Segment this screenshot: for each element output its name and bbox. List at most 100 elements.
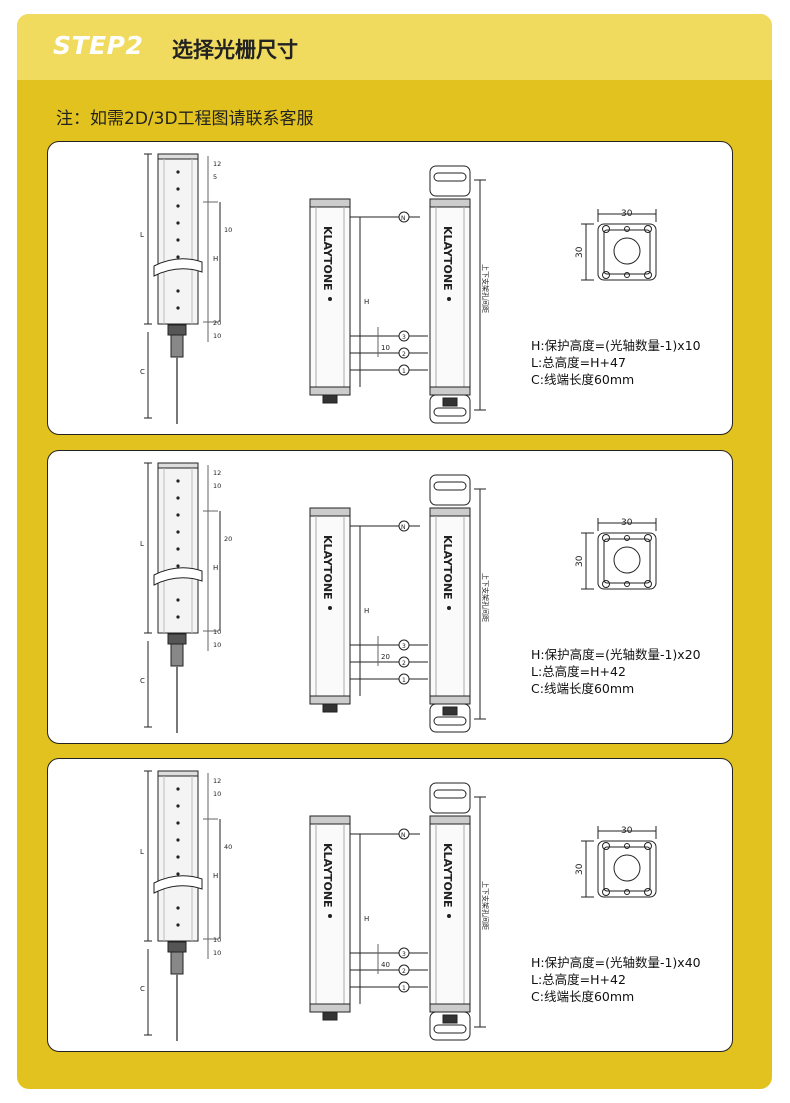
emitter-bar: [309, 815, 351, 1021]
c-label: C: [140, 677, 145, 685]
beam-2-label: 2: [402, 351, 406, 358]
step-header: STEP2 选择光栅尺寸: [17, 14, 772, 80]
emitter-dots: [176, 787, 180, 927]
side-dim-top: 12: [213, 469, 221, 477]
emitter-dot: [176, 306, 180, 310]
receiver-bar: [429, 165, 471, 424]
emitter-dot: [176, 547, 180, 551]
total-height-formula: L:总高度=H+47: [531, 355, 626, 370]
side-dim-lower: 20: [213, 319, 221, 327]
emitter-dot: [176, 255, 180, 259]
bracket-width-label: 30: [621, 209, 633, 219]
side-dim-second: 10: [213, 482, 221, 490]
emitter-brand: KLAYTONE: [321, 226, 334, 291]
emitter-dots: [176, 170, 180, 310]
bracket-span-label: 上下支架孔间距: [481, 264, 490, 313]
cable-length-spec: C:线端长度60mm: [531, 681, 635, 696]
light-curtain-dimension-drawing: L C H 12 10 20 10 10 KLAYTONE KLAYTONE H…: [140, 462, 657, 733]
side-dim-lower: 10: [213, 936, 221, 944]
receiver-brand: KLAYTONE: [441, 535, 454, 600]
spec-formulas: H:保护高度=(光轴数量-1)x40 L:总高度=H+42 C:线端长度60mm: [531, 954, 701, 1005]
pitch-label: 10: [381, 344, 390, 352]
beam-3-label: 3: [402, 643, 406, 650]
side-h-label: H: [213, 872, 218, 880]
beam-2-label: 2: [402, 968, 406, 975]
bracket-height-label: 30: [575, 246, 585, 258]
side-view: [144, 770, 221, 1041]
side-dim-bottom: 10: [213, 641, 221, 649]
size-option-card: L C H 12 5 10 20 10 KLAYTONE KLAYTONE H …: [47, 141, 733, 435]
beam-n-label: N: [401, 832, 406, 839]
cable-length-spec: C:线端长度60mm: [531, 372, 635, 387]
emitter-dot: [176, 804, 180, 808]
emitter-dot: [176, 479, 180, 483]
side-dim-bottom: 10: [213, 332, 221, 340]
emitter-dot: [176, 530, 180, 534]
bracket-top-view: [581, 826, 657, 898]
emitter-dot: [176, 598, 180, 602]
emitter-dot: [176, 615, 180, 619]
emitter-dot: [176, 187, 180, 191]
step-title: 选择光栅尺寸: [172, 38, 298, 62]
pitch-label: 20: [381, 653, 390, 661]
side-dim-pitch: 40: [224, 843, 232, 851]
emitter-dot: [176, 787, 180, 791]
step-number: STEP2: [53, 31, 144, 60]
h-label: H: [364, 607, 369, 615]
bracket-width-label: 30: [621, 826, 633, 836]
emitter-dot: [176, 821, 180, 825]
side-dim-bottom: 10: [213, 949, 221, 957]
light-curtain-dimension-drawing: L C H 12 5 10 20 10 KLAYTONE KLAYTONE H …: [140, 153, 657, 424]
light-curtain-dimension-drawing: L C H 12 10 40 10 10 KLAYTONE KLAYTONE H…: [140, 770, 657, 1041]
bracket-span-label: 上下支架孔间距: [481, 573, 490, 622]
beam-3-label: 3: [402, 951, 406, 958]
beam-2-label: 2: [402, 660, 406, 667]
protection-height-formula: H:保护高度=(光轴数量-1)x40: [531, 955, 701, 970]
side-dim-lower: 10: [213, 628, 221, 636]
l-label: L: [140, 231, 144, 239]
beam-1-label: 1: [402, 368, 406, 375]
side-view: [144, 462, 221, 733]
bracket-width-label: 30: [621, 518, 633, 528]
emitter-dot: [176, 923, 180, 927]
cable-length-spec: C:线端长度60mm: [531, 989, 635, 1004]
emitter-brand: KLAYTONE: [321, 535, 334, 600]
c-label: C: [140, 368, 145, 376]
spec-formulas: H:保护高度=(光轴数量-1)x20 L:总高度=H+42 C:线端长度60mm: [531, 646, 701, 697]
c-label: C: [140, 985, 145, 993]
emitter-dot: [176, 513, 180, 517]
protection-height-formula: H:保护高度=(光轴数量-1)x20: [531, 647, 701, 662]
emitter-dot: [176, 855, 180, 859]
side-dim-top: 12: [213, 777, 221, 785]
side-h-label: H: [213, 255, 218, 263]
side-dim-top: 12: [213, 160, 221, 168]
side-dim-second: 10: [213, 790, 221, 798]
bracket-top-view: [581, 209, 657, 281]
l-label: L: [140, 540, 144, 548]
bracket-span-label: 上下支架孔间距: [481, 881, 490, 930]
size-option-card: L C H 12 10 40 10 10 KLAYTONE KLAYTONE H…: [47, 758, 733, 1052]
emitter-dot: [176, 496, 180, 500]
receiver-bar: [429, 782, 471, 1041]
receiver-brand: KLAYTONE: [441, 843, 454, 908]
size-option-card: L C H 12 10 20 10 10 KLAYTONE KLAYTONE H…: [47, 450, 733, 744]
receiver-brand: KLAYTONE: [441, 226, 454, 291]
side-dim-pitch: 10: [224, 226, 232, 234]
beam-1-label: 1: [402, 985, 406, 992]
side-dim-second: 5: [213, 173, 217, 181]
protection-height-formula: H:保护高度=(光轴数量-1)x10: [531, 338, 701, 353]
h-label: H: [364, 915, 369, 923]
drawing-request-note: 注：如需2D/3D工程图请联系客服: [56, 109, 314, 129]
total-height-formula: L:总高度=H+42: [531, 664, 626, 679]
side-view: [144, 153, 221, 424]
total-height-formula: L:总高度=H+42: [531, 972, 626, 987]
emitter-dot: [176, 872, 180, 876]
emitter-dot: [176, 170, 180, 174]
bracket-height-label: 30: [575, 555, 585, 567]
emitter-bar: [309, 507, 351, 713]
beam-3-label: 3: [402, 334, 406, 341]
emitter-dots: [176, 479, 180, 619]
emitter-dot: [176, 221, 180, 225]
side-h-label: H: [213, 564, 218, 572]
emitter-brand: KLAYTONE: [321, 843, 334, 908]
